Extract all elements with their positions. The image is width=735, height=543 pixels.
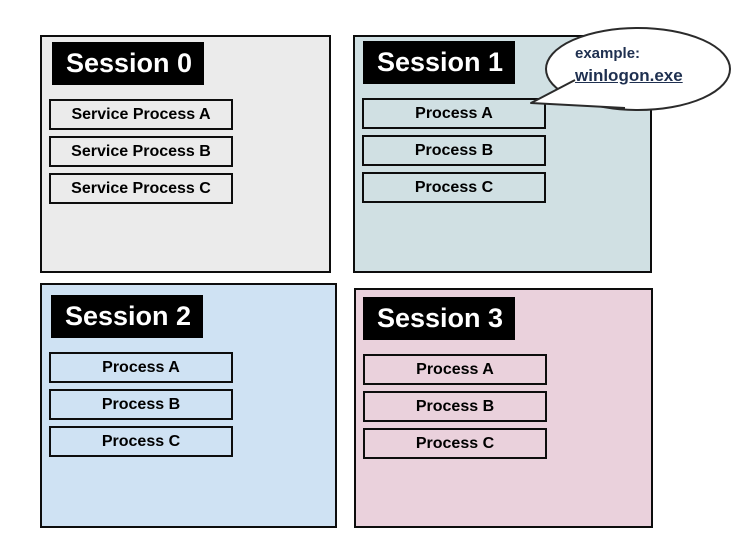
session-3-process-b: Process B (363, 391, 547, 422)
session-0-process-a: Service Process A (49, 99, 233, 130)
session-2-panel: Session 2 Process A Process B Process C (40, 283, 337, 528)
session-2-process-a: Process A (49, 352, 233, 383)
session-1-process-a: Process A (362, 98, 546, 129)
session-3-title: Session 3 (363, 297, 515, 340)
session-0-process-b: Service Process B (49, 136, 233, 167)
session-1-process-c: Process C (362, 172, 546, 203)
session-3-panel: Session 3 Process A Process B Process C (354, 288, 653, 528)
session-0-title: Session 0 (52, 42, 204, 85)
session-2-title: Session 2 (51, 295, 203, 338)
session-0-panel: Session 0 Service Process A Service Proc… (40, 35, 331, 273)
session-1-process-b: Process B (362, 135, 546, 166)
session-3-process-c: Process C (363, 428, 547, 459)
session-1-title: Session 1 (363, 41, 515, 84)
session-3-process-a: Process A (363, 354, 547, 385)
session-2-process-b: Process B (49, 389, 233, 420)
session-2-process-c: Process C (49, 426, 233, 457)
session-0-process-c: Service Process C (49, 173, 233, 204)
session-1-panel: Session 1 Process A Process B Process C (353, 35, 652, 273)
